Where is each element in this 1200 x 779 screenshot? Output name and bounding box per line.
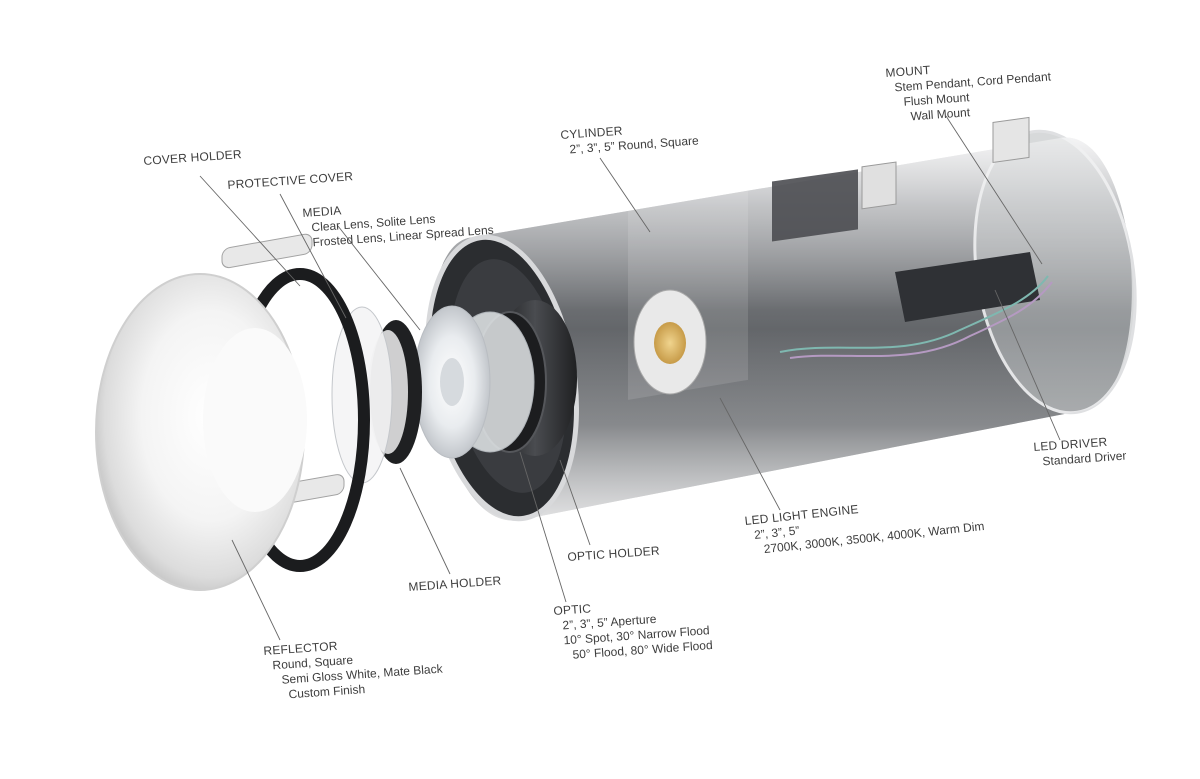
- leader-media-holder: [399, 467, 451, 575]
- cover-holder: [221, 233, 370, 572]
- leader-protective-cover: [279, 193, 347, 319]
- callout-optic: OPTIC 2”, 3”, 5” Aperture 10° Spot, 30° …: [553, 593, 713, 664]
- reflector-aperture: [203, 328, 307, 512]
- leader-reflector: [231, 539, 281, 641]
- reflector: [95, 273, 307, 591]
- driver-wires: [779, 275, 1049, 353]
- driver-bracket-right: [992, 116, 1030, 164]
- leader-mount: [945, 115, 1043, 265]
- leader-optic-holder: [559, 459, 591, 546]
- callout-reflector: REFLECTOR Round, Square Semi Gloss White…: [263, 632, 444, 704]
- led-chip: [654, 322, 686, 364]
- cylinder-shell: [430, 137, 1132, 521]
- leader-led-light-engine: [719, 397, 781, 511]
- media-lens: [413, 305, 491, 459]
- callout-mount: MOUNT Stem Pendant, Cord Pendant Flush M…: [885, 55, 1054, 126]
- callout-led-driver: LED DRIVER Standard Driver: [1033, 434, 1127, 470]
- led-light-engine: [633, 289, 707, 395]
- leader-optic: [519, 451, 567, 603]
- driver-box: [895, 252, 1040, 322]
- driver-bracket-left: [861, 161, 897, 210]
- leader-led-driver: [994, 289, 1061, 441]
- driver-heatsink: [772, 169, 858, 242]
- led-driver: [772, 116, 1053, 359]
- lens-center: [440, 358, 464, 406]
- leader-cover-holder: [199, 175, 301, 287]
- leader-cylinder: [599, 157, 651, 233]
- leader-media: [337, 225, 421, 331]
- leader-lines: [199, 115, 1061, 641]
- driver-wire-2: [789, 281, 1053, 359]
- cover-holder-post-top: [221, 233, 313, 269]
